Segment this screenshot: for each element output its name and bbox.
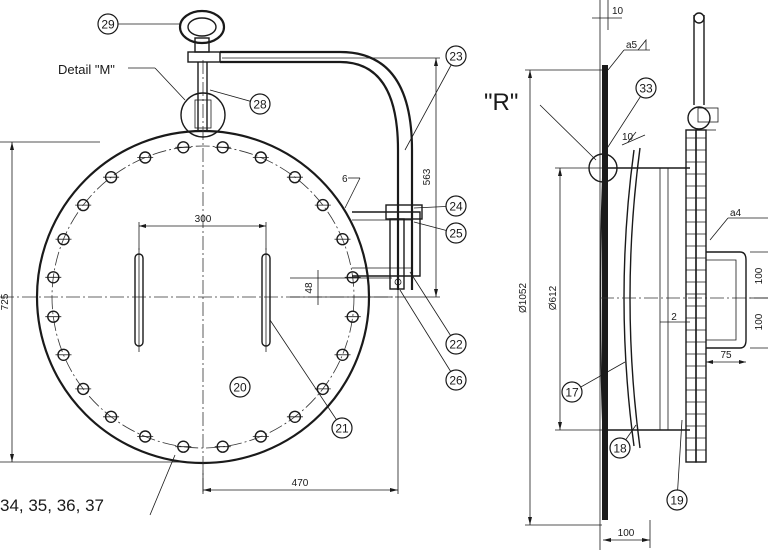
dim-563: 563 [422,168,433,185]
weld-a4: a4 [730,208,742,219]
callout-number: 23 [449,50,463,64]
dim-10-top: 10 [612,6,624,17]
dim-75: 75 [720,350,732,361]
callout-number: 26 [449,374,463,388]
lifting-eye [178,9,226,45]
weld-a5: a5 [626,40,638,51]
dim-100-bottom: 100 [618,528,635,539]
dim-725: 725 [0,293,11,310]
callout-number: 28 [253,98,267,112]
dim-1052: Ø1052 [518,283,529,313]
detail-r-label: "R" [484,89,518,116]
dim-2: 2 [671,312,677,323]
dim-100-upper: 100 [754,267,765,284]
callout-balloon [445,222,467,244]
davit-arm [220,50,414,290]
section-view: 10 Ø1052 Ø612 [518,0,768,550]
handle [706,251,747,349]
cover-plate [685,129,697,463]
callout-balloon [445,195,467,217]
parts-list-label: 34, 35, 36, 37 [0,496,104,515]
callout-balloon [331,417,353,439]
callout-balloon [97,13,119,35]
callout-balloon [229,376,251,398]
detail-m-label: Detail "M" [58,62,115,77]
dim-10-weld: 10 [622,132,634,143]
callout-number: 24 [449,200,463,214]
dim-470: 470 [292,478,309,489]
dim-48: 48 [304,282,315,294]
detail-r-circle [588,153,618,183]
callout-number: 19 [670,494,684,508]
callout-balloon [561,381,583,403]
hull-plate [602,65,608,520]
detail-m-circle [180,92,226,138]
callout-balloon [666,489,688,511]
callout-number: 22 [449,338,463,352]
callout-number: 21 [335,422,349,436]
callout-number: 29 [101,18,115,32]
dim-612: Ø612 [548,285,559,310]
callout-number: 17 [565,386,579,400]
flange-ticks [686,137,706,451]
callout-balloon [249,93,271,115]
callout-number: 33 [639,82,653,96]
dim-300: 300 [195,214,212,225]
callout-balloon [445,45,467,67]
callout-number: 18 [613,442,627,456]
callout-balloon [445,333,467,355]
callout-number: 25 [449,227,463,241]
callout-number: 20 [233,381,247,395]
callout-balloon [445,369,467,391]
weld-6: 6 [342,174,348,185]
u-bracket [352,211,421,277]
front-view: 300 725 470 563 48 [0,9,440,495]
top-bar [187,51,221,63]
bolt-holes [45,141,361,453]
callout-balloon [635,77,657,99]
dim-100-lower: 100 [754,313,765,330]
coaming [599,167,604,431]
callout-balloon [609,437,631,459]
